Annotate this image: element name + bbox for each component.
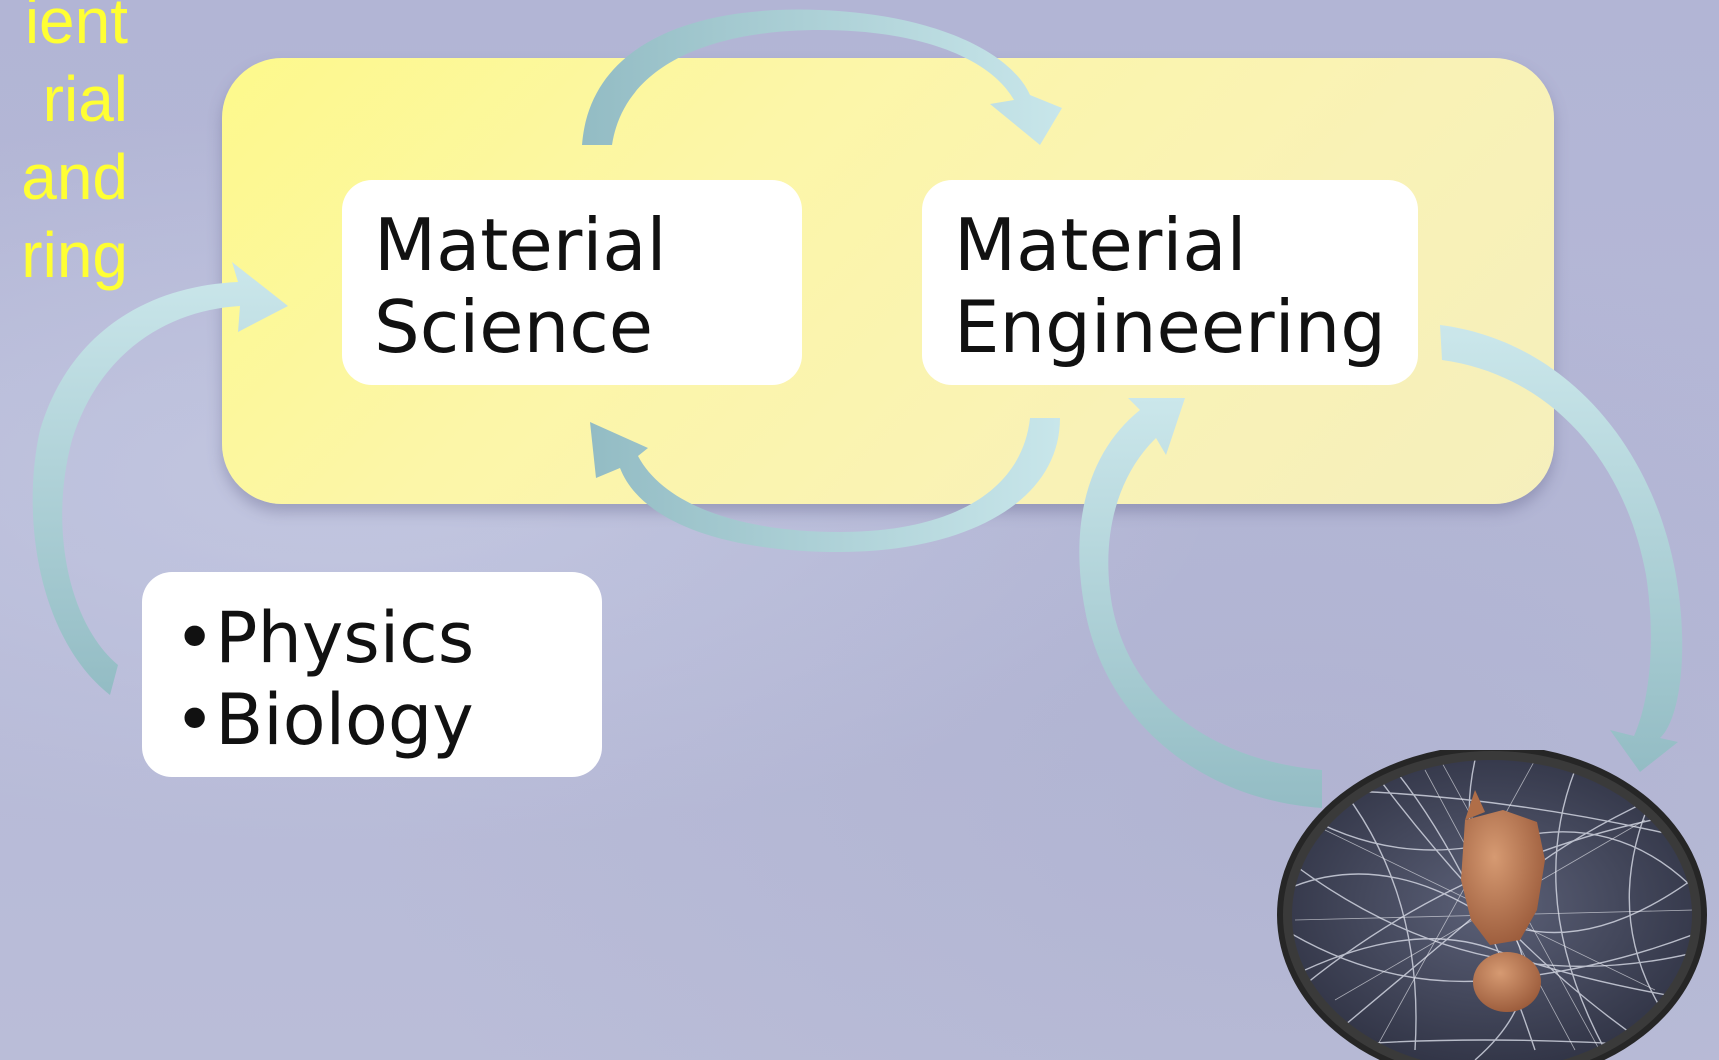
discipline-biology: •Biology <box>174 679 474 761</box>
cell-microscopy-image <box>1277 750 1707 1060</box>
material-science-box: Material Science <box>342 180 802 385</box>
disciplines-box: •Physics •Biology <box>142 572 602 777</box>
material-science-line1: Material <box>374 203 667 287</box>
material-engineering-box: Material Engineering <box>922 180 1418 385</box>
side-text-line: rial <box>42 63 128 135</box>
arrow-science-to-engineering <box>582 9 1062 145</box>
arrow-image-to-engineering <box>1079 398 1322 808</box>
side-text-line: ient <box>24 0 128 57</box>
material-engineering-line1: Material <box>954 203 1247 287</box>
discipline-physics: •Physics <box>174 597 475 679</box>
material-engineering-line2: Engineering <box>954 285 1386 369</box>
arrow-engineering-to-image <box>1440 325 1683 772</box>
arrow-disciplines-to-science <box>32 262 288 695</box>
arrow-engineering-to-science <box>590 418 1060 552</box>
side-text-line: ring <box>21 219 128 291</box>
material-science-line2: Science <box>374 285 654 369</box>
side-text-line: and <box>21 141 128 213</box>
cropped-side-text: ient rial and ring <box>0 0 128 294</box>
